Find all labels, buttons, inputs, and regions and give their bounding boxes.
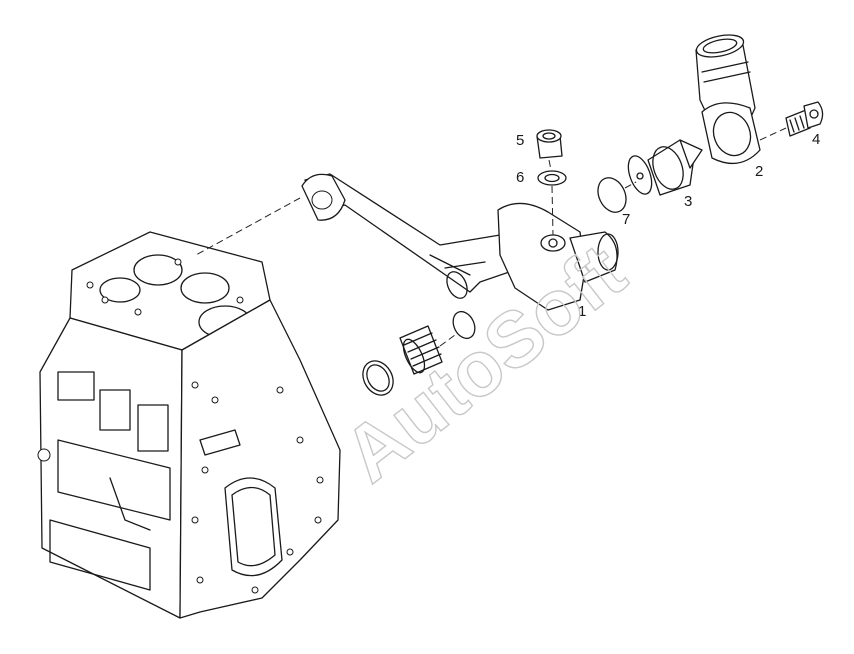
coolant-pipe-housing [301,173,619,311]
callout-7: 7 [622,211,630,228]
alignment-lines [195,127,787,347]
engine-block [37,231,341,619]
washer-6 [537,170,567,186]
thermostat [627,139,703,196]
o-ring-7 [597,177,627,213]
thermostat-housing [695,34,761,165]
plug-5 [536,129,563,159]
callout-2: 2 [755,163,763,180]
callout-4: 4 [812,131,820,148]
callout-3: 3 [684,193,692,210]
callout-1: 1 [578,303,586,320]
callout-6: 6 [516,169,524,186]
callout-5: 5 [516,132,524,149]
seal-rings [362,271,476,396]
bolt-4 [785,101,824,137]
bellows-hose [399,325,443,375]
